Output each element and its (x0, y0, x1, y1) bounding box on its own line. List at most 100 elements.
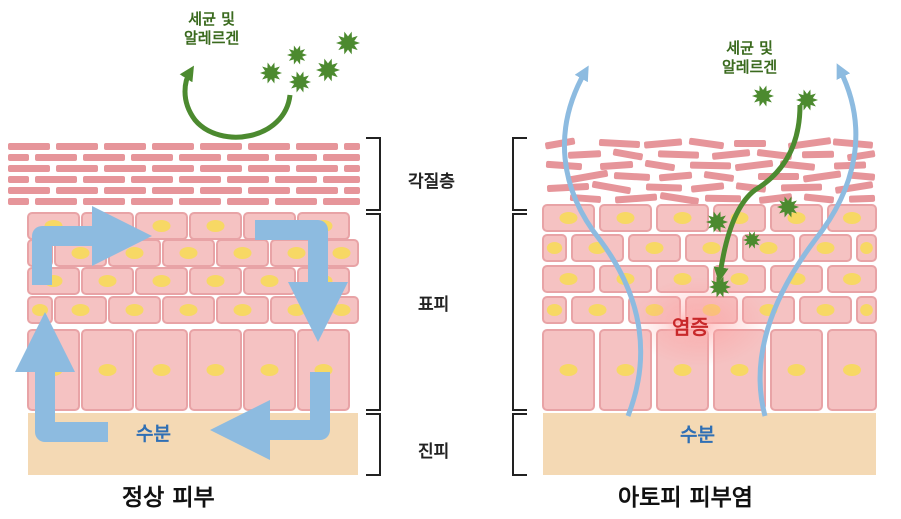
left-corneum-brick (56, 187, 98, 194)
right-cell-nucleus (673, 212, 692, 224)
inflammation-glow (630, 277, 770, 367)
left-corneum-brick (296, 187, 338, 194)
left-corneum-brick (83, 154, 125, 161)
right-dermis (543, 413, 876, 475)
left-corneum-brick (8, 198, 29, 205)
right-cell-nucleus (546, 304, 563, 316)
left-bracket-epidermis (366, 213, 381, 411)
right-basal-cell-nucleus (730, 364, 749, 376)
left-corneum-brick (152, 165, 194, 172)
right-corneum-brick (614, 193, 658, 204)
right-panel-title: 아토피 피부염 (618, 485, 753, 511)
right-corneum-brick (801, 150, 835, 159)
left-corneum-brick (179, 176, 221, 183)
right-corneum-brick (734, 140, 766, 147)
left-corneum-brick (248, 165, 290, 172)
right-corneum-brick (689, 161, 732, 170)
right-water-arrow-right (757, 63, 859, 417)
left-cell-nucleus (179, 304, 198, 316)
left-corneum-brick (131, 154, 173, 161)
right-water-label: 수분 (680, 424, 715, 446)
right-corneum-brick (599, 160, 634, 171)
right-corneum-brick (612, 148, 643, 161)
right-corneum-brick (711, 149, 751, 160)
germ-icon (316, 58, 340, 82)
right-corneum-brick (644, 159, 675, 172)
left-germ-bounce-arrow (179, 65, 293, 140)
left-water-arrow-right (255, 220, 348, 342)
right-corneum-brick (657, 150, 700, 159)
left-corneum-brick (227, 176, 269, 183)
left-corneum-brick (275, 176, 317, 183)
left-germ-label: 세균 및 알레르겐 (184, 10, 239, 48)
right-cell-nucleus (860, 242, 873, 254)
left-corneum-brick (200, 165, 242, 172)
right-corneum-brick (613, 172, 651, 181)
left-basal-cell-nucleus (98, 364, 117, 376)
right-corneum-brick (788, 137, 832, 150)
right-bracket-corneum (512, 137, 527, 211)
left-corneum-brick (179, 154, 221, 161)
germ-icon (336, 31, 360, 55)
left-corneum-brick (296, 143, 338, 150)
left-bracket-corneum (366, 137, 381, 211)
left-corneum-brick (8, 176, 29, 183)
germ-icon (777, 196, 799, 218)
right-cell-nucleus (616, 212, 635, 224)
right-basal-cell-nucleus (787, 364, 806, 376)
right-corneum-brick (688, 137, 724, 150)
left-germ-label-line1: 세균 및 (188, 10, 235, 28)
left-corneum-brick (227, 198, 269, 205)
left-corneum-brick (131, 176, 173, 183)
left-cell-nucleus (287, 304, 306, 316)
left-corneum-brick (275, 198, 317, 205)
left-cell-nucleus (125, 247, 144, 259)
stratum-corneum-label: 각질층 (408, 172, 455, 192)
left-corneum-brick (323, 198, 360, 205)
left-panel-title: 정상 피부 (122, 485, 215, 511)
left-corneum-brick (56, 143, 98, 150)
left-basal-cell-nucleus (152, 364, 171, 376)
right-cell-nucleus (759, 242, 778, 254)
germ-icon (796, 89, 818, 111)
left-cell-nucleus (287, 247, 306, 259)
right-corneum-brick (643, 138, 683, 149)
right-corneum-brick (848, 194, 876, 203)
right-germ-label: 세균 및 알레르겐 (722, 39, 777, 77)
right-basal-cell-nucleus (673, 364, 692, 376)
right-cell-nucleus (702, 242, 721, 254)
left-corneum-brick (200, 187, 242, 194)
left-basal-cell-nucleus (206, 364, 225, 376)
germ-icon (709, 276, 731, 298)
left-corneum-brick (104, 143, 146, 150)
left-corneum-brick (323, 154, 360, 161)
right-water-arrow-left (561, 65, 644, 417)
germ-icon (287, 45, 307, 65)
germ-icon (743, 231, 761, 249)
left-cell-nucleus (206, 220, 225, 232)
right-cell-nucleus (843, 212, 861, 224)
right-corneum-brick (569, 169, 609, 184)
left-corneum-brick (344, 143, 360, 150)
right-corneum-brick (832, 138, 874, 149)
left-corneum-brick (248, 143, 290, 150)
left-corneum-brick (35, 176, 77, 183)
left-cell-nucleus (233, 247, 252, 259)
left-corneum-brick (56, 165, 98, 172)
right-germ-label-line1: 세균 및 (726, 39, 773, 57)
right-cell-nucleus (730, 273, 749, 285)
left-corneum-brick (248, 187, 290, 194)
left-cell-nucleus (32, 304, 48, 316)
germ-icon (706, 211, 728, 233)
left-cell-nucleus (179, 247, 198, 259)
germ-icon (752, 85, 774, 107)
epidermis-label: 표피 (418, 295, 450, 315)
left-cell-nucleus (332, 304, 351, 316)
right-corneum-brick (779, 160, 816, 171)
right-corneum-brick (567, 150, 602, 159)
right-cell-nucleus (559, 212, 578, 224)
left-cell-nucleus (152, 275, 171, 287)
left-basal-cell-nucleus (260, 364, 279, 376)
right-cell-nucleus (546, 242, 563, 254)
left-corneum-brick (152, 143, 194, 150)
